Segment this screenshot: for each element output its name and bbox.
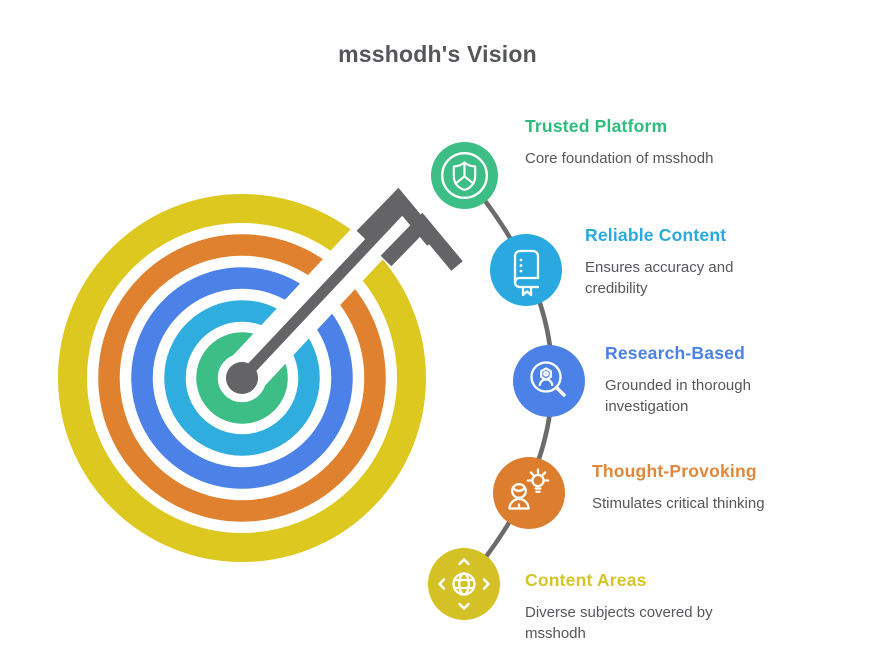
badge-circle <box>493 457 565 529</box>
badge-content-areas <box>428 548 500 620</box>
ring-fourth <box>164 300 320 456</box>
page-title: msshodh's Vision <box>338 41 537 67</box>
ring-center <box>196 332 288 424</box>
badge-reliable-content <box>490 234 562 306</box>
shield-circle-icon <box>441 152 488 199</box>
item-description: Stimulates critical thinking <box>592 495 765 512</box>
item-trusted-platform: Trusted Platform Core foundation of mssh… <box>525 116 760 169</box>
item-description: Grounded in thorough investigation <box>605 377 751 416</box>
item-heading: Content Areas <box>525 570 647 590</box>
ring-third <box>131 267 353 489</box>
item-thought-provoking: Thought-Provoking Stimulates critical th… <box>592 461 807 514</box>
ring-outer <box>58 194 426 562</box>
dart <box>226 187 463 394</box>
item-description: Diverse subjects covered by msshodh <box>525 604 713 643</box>
globe-arrows-icon <box>438 558 490 610</box>
research-magnifier-icon <box>530 361 566 397</box>
book-icon <box>513 249 540 297</box>
item-heading: Thought-Provoking <box>592 461 757 481</box>
item-description: Core foundation of msshodh <box>525 150 714 167</box>
badge-thought-provoking <box>493 457 565 529</box>
badge-research-based <box>513 345 585 417</box>
dart-shaft <box>239 204 407 380</box>
item-heading: Trusted Platform <box>525 116 668 136</box>
person-idea-icon <box>508 468 550 510</box>
item-content-areas: Content Areas Diverse subjects covered b… <box>525 570 737 645</box>
item-reliable-content: Reliable Content Ensures accuracy and cr… <box>585 225 753 300</box>
badge-circle <box>490 234 562 306</box>
dart-fletching-chevron-2 <box>380 212 463 271</box>
item-research-based: Research-Based Grounded in thorough inve… <box>605 343 780 418</box>
item-heading: Reliable Content <box>585 225 727 245</box>
item-heading: Research-Based <box>605 343 745 363</box>
ring-second <box>98 234 386 522</box>
badge-trusted-platform <box>431 142 498 209</box>
dart-tip-dot <box>226 362 258 394</box>
item-description: Ensures accuracy and credibility <box>585 259 734 298</box>
badge-circle <box>428 548 500 620</box>
